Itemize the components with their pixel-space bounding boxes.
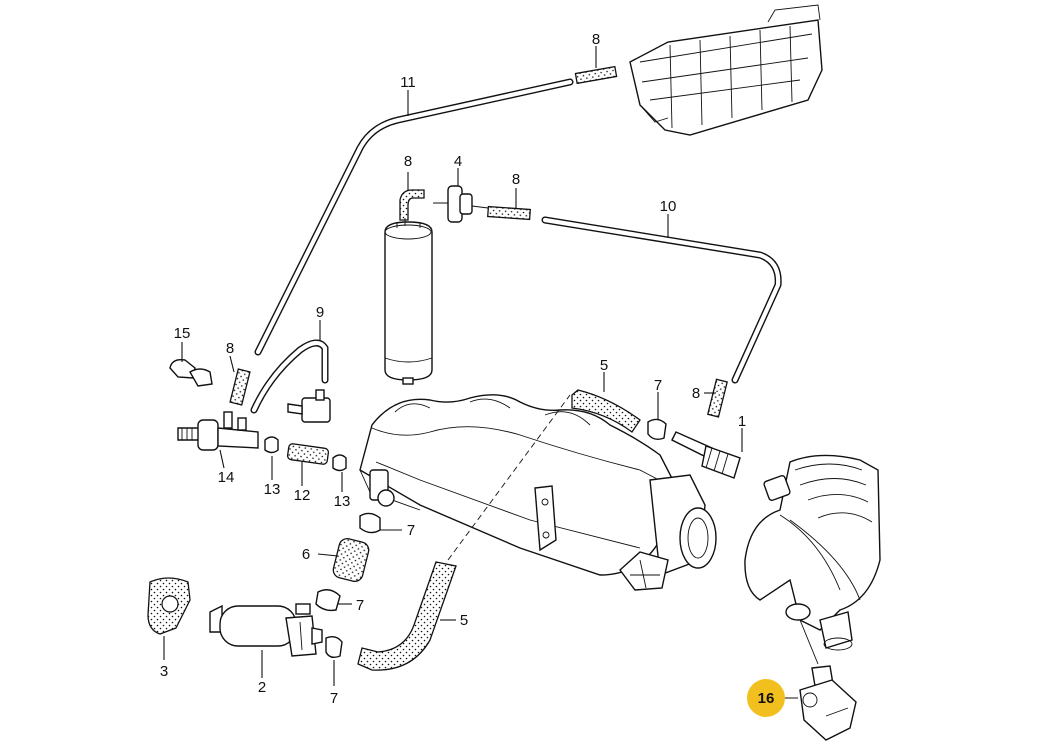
callout-3: 3 xyxy=(160,663,168,680)
callout-16: 16 xyxy=(758,690,775,707)
callout-5: 5 xyxy=(460,612,468,629)
clamp-7-lower xyxy=(315,589,341,612)
vent-line-11 xyxy=(254,78,574,356)
hose-piece-8-top xyxy=(574,65,618,85)
callout-7: 7 xyxy=(654,377,662,394)
clamp-7-bottom xyxy=(325,635,343,659)
callout-2: 2 xyxy=(258,679,266,696)
callout-7: 7 xyxy=(356,597,364,614)
callout-10: 10 xyxy=(660,198,677,215)
callout-11: 11 xyxy=(400,74,416,91)
clamp-15 xyxy=(169,358,213,387)
sensor-16 xyxy=(799,619,857,741)
evap-canister-housing xyxy=(629,4,823,136)
hose-elbow-8 xyxy=(399,189,425,221)
t-valve-14 xyxy=(177,411,259,451)
callout-15: 15 xyxy=(174,325,191,342)
callout-4: 4 xyxy=(454,153,462,170)
callout-9: 9 xyxy=(316,304,324,321)
bracket-3-hole xyxy=(161,595,179,613)
callout-13: 13 xyxy=(334,493,351,510)
hose-5-bottom xyxy=(357,561,457,671)
callout-8: 8 xyxy=(512,171,520,188)
air-intake-elbow xyxy=(744,454,881,651)
callout-6: 6 xyxy=(302,546,310,563)
vent-line-10 xyxy=(541,216,782,384)
callout-7: 7 xyxy=(330,690,338,707)
hose-5-top xyxy=(571,389,641,433)
callout-8: 8 xyxy=(692,385,700,402)
intake-manifold xyxy=(359,394,679,576)
callout-8: 8 xyxy=(592,31,600,48)
hose-piece-8-right xyxy=(707,378,728,418)
callout-7: 7 xyxy=(407,522,415,539)
clip-7-top xyxy=(647,418,667,441)
callout-labels: 11 8 8 4 8 10 15 8 9 5 7 8 1 14 13 12 13… xyxy=(160,31,746,707)
callout-1: 1 xyxy=(738,413,746,430)
highlight-marker[interactable] xyxy=(747,679,785,717)
clip-13-right xyxy=(332,454,347,472)
callout-13: 13 xyxy=(264,481,281,498)
callout-8: 8 xyxy=(226,340,234,357)
highlighted-callout-16[interactable]: 16 xyxy=(747,679,785,717)
clamp-7-mid xyxy=(359,512,381,534)
fuel-filter-canister xyxy=(384,218,433,385)
valve-4 xyxy=(433,185,489,223)
nozzle-1 xyxy=(671,431,741,479)
damper-6 xyxy=(332,538,370,582)
callout-8: 8 xyxy=(404,153,412,170)
vacuum-valve xyxy=(287,389,331,423)
hose-9 xyxy=(250,339,329,414)
fuel-pump-2 xyxy=(209,603,323,657)
leader-dashed xyxy=(447,394,571,561)
throttle-body xyxy=(619,474,717,591)
callout-12: 12 xyxy=(294,487,311,504)
hose-12 xyxy=(286,443,330,465)
callout-14: 14 xyxy=(218,469,235,486)
hose-piece-8-left xyxy=(229,368,251,406)
callout-5: 5 xyxy=(600,357,608,374)
manifold-bracket xyxy=(534,485,557,552)
clip-13-left xyxy=(264,436,279,454)
hose-piece-8-mid xyxy=(487,205,531,221)
leader-lines xyxy=(163,46,798,699)
